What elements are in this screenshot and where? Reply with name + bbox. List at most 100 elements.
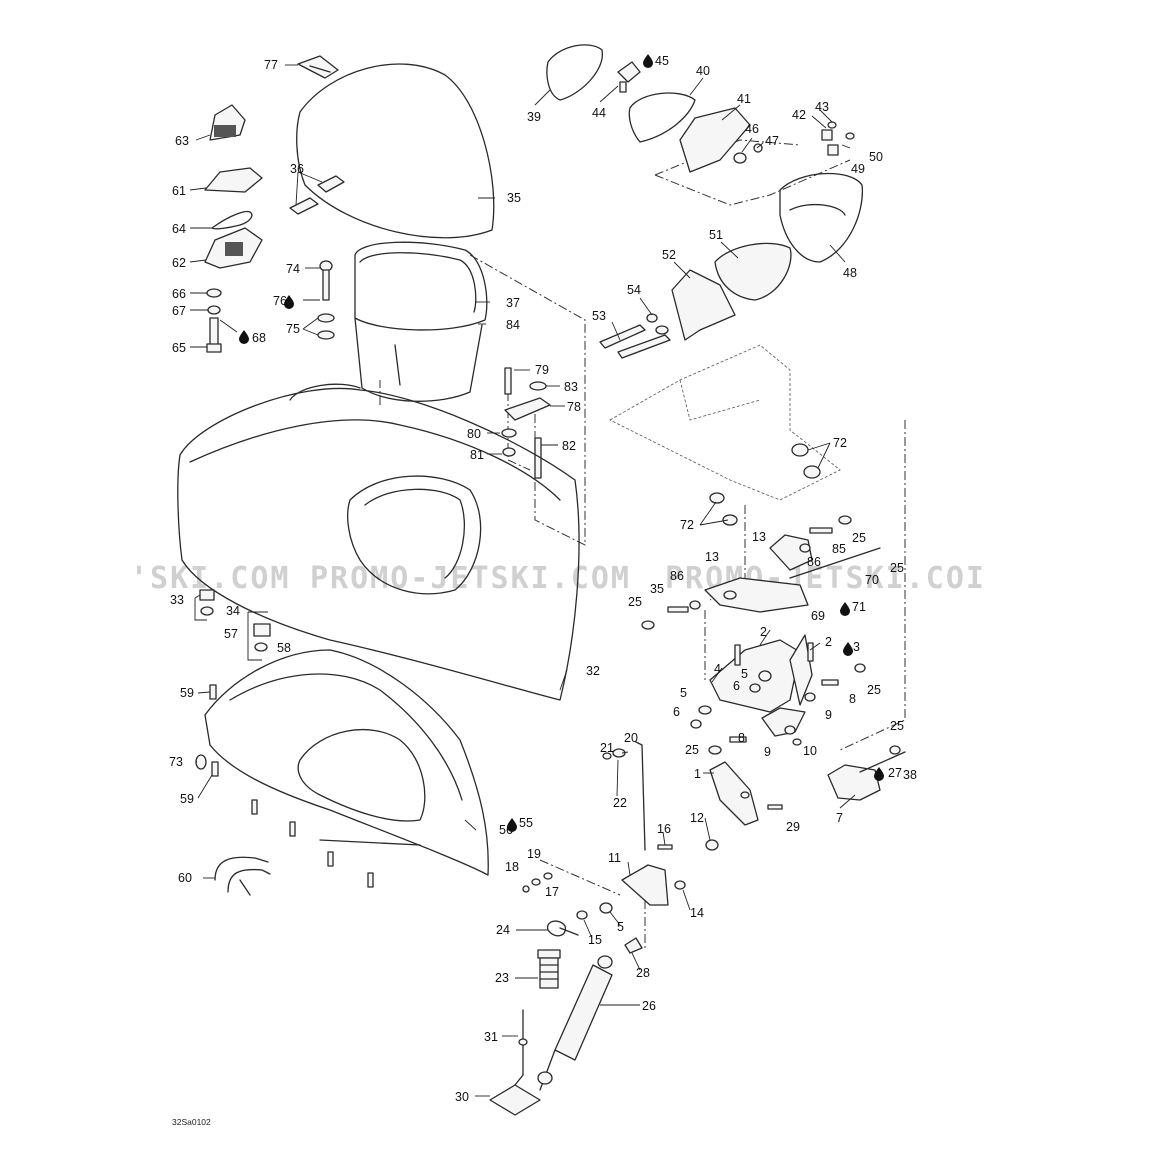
- callout-35: 35: [507, 191, 521, 205]
- callout-2-left: 2: [760, 625, 767, 639]
- callout-16: 16: [657, 822, 671, 836]
- washers-bolt-66-67-65: [206, 288, 222, 353]
- callout-76: 76: [273, 294, 287, 308]
- callout-1: 1: [694, 767, 701, 781]
- callout-44: 44: [592, 106, 606, 120]
- callout-74: 74: [286, 262, 300, 276]
- latch-63: [209, 104, 246, 141]
- callout-59-lower: 59: [180, 792, 194, 806]
- damper-26: [537, 937, 643, 1091]
- callout-60: 60: [178, 871, 192, 885]
- callout-79: 79: [535, 363, 549, 377]
- callout-8-right: 8: [849, 692, 856, 706]
- assembly-lines: [379, 139, 906, 950]
- callout-54: 54: [627, 283, 641, 297]
- callout-27: 27: [888, 766, 902, 780]
- latch-base-62: [204, 227, 263, 269]
- callout-57: 57: [224, 627, 238, 641]
- pads-36: [289, 175, 345, 215]
- callout-13-lower: 13: [705, 550, 719, 564]
- callout-2-right: 2: [825, 635, 832, 649]
- callout-82: 82: [562, 439, 576, 453]
- callout-26: 26: [642, 999, 656, 1013]
- callout-67: 67: [172, 304, 186, 318]
- callout-77: 77: [264, 58, 278, 72]
- hull-screws: [195, 684, 374, 888]
- callout-45: 45: [655, 54, 669, 68]
- pin-31-bracket-30: [489, 1009, 541, 1116]
- callout-49: 49: [851, 162, 865, 176]
- lower-bracket-11: [522, 839, 719, 920]
- callout-66: 66: [172, 287, 186, 301]
- clip-33-34: [199, 589, 215, 616]
- bushings-72: [709, 443, 821, 526]
- callout-9-right: 9: [825, 708, 832, 722]
- clip-57-58: [253, 623, 271, 652]
- callout-17: 17: [545, 885, 559, 899]
- callout-53: 53: [592, 309, 606, 323]
- watermark: 'SKI.COM PROMO-JETSKI.COM PROMO-JETSKI.C…: [130, 561, 984, 596]
- callout-10: 10: [803, 744, 817, 758]
- callout-6-lower: 6: [673, 705, 680, 719]
- callout-65: 65: [172, 341, 186, 355]
- callout-5-bottom: 5: [617, 920, 624, 934]
- oil-drop-icon: [239, 54, 884, 832]
- callout-6-upper: 6: [733, 679, 740, 693]
- callout-14: 14: [690, 906, 704, 920]
- callout-18: 18: [505, 860, 519, 874]
- callout-75: 75: [286, 322, 300, 336]
- callout-71: 71: [852, 600, 866, 614]
- callout-22: 22: [613, 796, 627, 810]
- callout-34: 34: [226, 604, 240, 618]
- callout-8-left: 8: [738, 731, 745, 745]
- callout-33: 33: [170, 593, 184, 607]
- callout-20: 20: [624, 731, 638, 745]
- elbow-hose-60: [214, 856, 271, 896]
- linkage-brackets: [690, 634, 866, 755]
- callout-12: 12: [690, 811, 704, 825]
- leader-lines: [189, 64, 856, 1097]
- callout-28: 28: [636, 966, 650, 980]
- clip-77: [297, 55, 339, 79]
- callout-84: 84: [506, 318, 520, 332]
- callout-81: 81: [470, 448, 484, 462]
- callout-39: 39: [527, 110, 541, 124]
- callout-5-lower: 5: [680, 686, 687, 700]
- callout-35-lower: 35: [650, 582, 664, 596]
- mirror-assembly: [546, 44, 864, 359]
- callout-41: 41: [737, 92, 751, 106]
- storage-bin-37-84: [354, 241, 488, 402]
- callout-43: 43: [815, 100, 829, 114]
- callout-25-top: 25: [852, 531, 866, 545]
- spring-64: [211, 210, 253, 230]
- callout-72-upper: 72: [833, 436, 847, 450]
- callout-3: 3: [853, 640, 860, 654]
- callout-72-lower: 72: [680, 518, 694, 532]
- arm-and-link: [709, 745, 906, 826]
- callout-56: 56: [499, 823, 513, 837]
- callout-55: 55: [519, 816, 533, 830]
- callout-25-mid: 25: [867, 683, 881, 697]
- callout-37: 37: [506, 296, 520, 310]
- callout-73: 73: [169, 755, 183, 769]
- watermark-text-2: PROMO-JETSKI.COM: [310, 561, 631, 596]
- clamp-24-fitting-23: [537, 920, 579, 989]
- callout-11: 11: [608, 851, 621, 865]
- callout-23: 23: [495, 971, 509, 985]
- rod-20: [602, 741, 646, 851]
- callout-25-right: 25: [890, 561, 904, 575]
- seat-pad: [296, 63, 495, 239]
- callout-78: 78: [567, 400, 581, 414]
- callout-62: 62: [172, 256, 186, 270]
- callout-61: 61: [172, 184, 186, 198]
- callout-83: 83: [564, 380, 578, 394]
- callout-47: 47: [765, 134, 779, 148]
- callout-7: 7: [836, 811, 843, 825]
- callout-38: 38: [903, 768, 917, 782]
- callout-36: 36: [290, 162, 304, 176]
- callout-68: 68: [252, 331, 266, 345]
- callout-48: 48: [843, 266, 857, 280]
- callout-31: 31: [484, 1030, 498, 1044]
- bracket-61: [204, 167, 263, 193]
